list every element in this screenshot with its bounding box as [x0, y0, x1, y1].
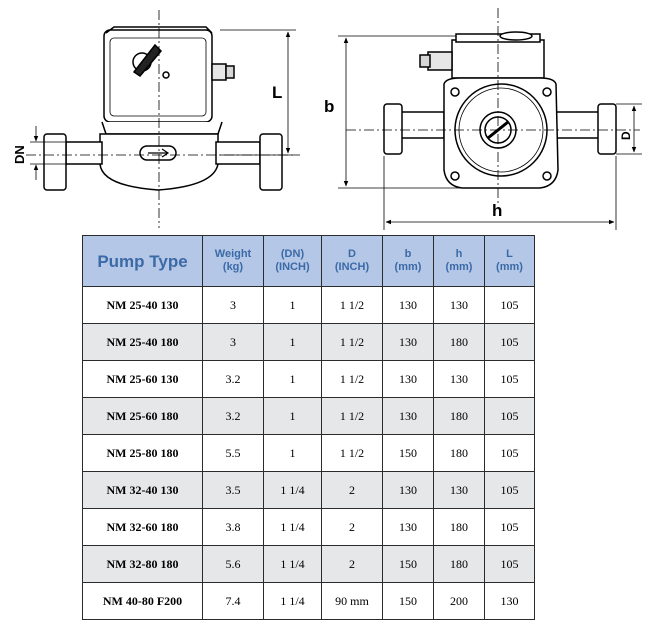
dn-label: DN	[12, 145, 27, 164]
cell-l: 105	[484, 397, 535, 435]
cell-weight: 3	[202, 323, 264, 361]
table-row: NM 32-40 130 3.5 1 1/4 2 130 130 105	[82, 471, 535, 509]
cell-l: 105	[484, 471, 535, 509]
cell-type: NM 32-80 180	[82, 545, 203, 583]
h-label: h	[492, 201, 502, 220]
b-label: b	[324, 97, 334, 116]
cell-l: 105	[484, 508, 535, 546]
col-header-d: D (INCH)	[321, 235, 383, 287]
cell-dn: 1 1/4	[263, 582, 322, 620]
cell-type: NM 32-60 180	[82, 508, 203, 546]
table-header-row: Pump Type Weight (kg) (DN) (INCH) D (INC…	[82, 235, 535, 287]
cell-h: 180	[433, 508, 485, 546]
cell-h: 200	[433, 582, 485, 620]
table-row: NM 25-80 180 5.5 1 1 1/2 150 180 105	[82, 434, 535, 472]
col-header-pump-type: Pump Type	[82, 235, 203, 287]
cell-d: 1 1/2	[321, 360, 383, 398]
cell-l: 105	[484, 286, 535, 324]
pump-dimension-drawing: DN L b	[12, 8, 642, 230]
cell-type: NM 25-40 130	[82, 286, 203, 324]
cell-dn: 1 1/4	[263, 508, 322, 546]
col-header-dn: (DN) (INCH)	[263, 235, 322, 287]
table-row: NM 25-40 130 3 1 1 1/2 130 130 105	[82, 286, 535, 324]
d-label: D	[619, 131, 633, 140]
cell-d: 1 1/2	[321, 434, 383, 472]
cell-b: 130	[382, 471, 434, 509]
cell-d: 1 1/2	[321, 397, 383, 435]
cell-h: 180	[433, 434, 485, 472]
table-row: NM 40-80 F200 7.4 1 1/4 90 mm 150 200 13…	[82, 582, 535, 620]
cell-weight: 3.5	[202, 471, 264, 509]
cell-b: 130	[382, 286, 434, 324]
cell-weight: 3.2	[202, 360, 264, 398]
cell-weight: 3.2	[202, 397, 264, 435]
l-label: L	[272, 83, 282, 102]
cell-b: 130	[382, 323, 434, 361]
table-row: NM 25-60 180 3.2 1 1 1/2 130 180 105	[82, 397, 535, 435]
cell-dn: 1 1/4	[263, 545, 322, 583]
table-row: NM 25-40 180 3 1 1 1/2 130 180 105	[82, 323, 535, 361]
cell-d: 2	[321, 471, 383, 509]
cell-d: 90 mm	[321, 582, 383, 620]
cell-type: NM 25-60 180	[82, 397, 203, 435]
cell-weight: 5.6	[202, 545, 264, 583]
cell-weight: 7.4	[202, 582, 264, 620]
cell-h: 180	[433, 397, 485, 435]
cell-weight: 3	[202, 286, 264, 324]
cell-b: 150	[382, 545, 434, 583]
table-row: NM 32-80 180 5.6 1 1/4 2 150 180 105	[82, 545, 535, 583]
cell-d: 2	[321, 545, 383, 583]
cell-b: 150	[382, 434, 434, 472]
cell-b: 130	[382, 508, 434, 546]
cell-l: 105	[484, 434, 535, 472]
col-header-l: L (mm)	[484, 235, 535, 287]
cell-dn: 1	[263, 360, 322, 398]
cell-l: 105	[484, 360, 535, 398]
col-header-h: h (mm)	[433, 235, 485, 287]
cell-h: 130	[433, 360, 485, 398]
cell-b: 130	[382, 360, 434, 398]
table-row: NM 25-60 130 3.2 1 1 1/2 130 130 105	[82, 360, 535, 398]
cell-d: 2	[321, 508, 383, 546]
cell-type: NM 25-40 180	[82, 323, 203, 361]
cell-type: NM 32-40 130	[82, 471, 203, 509]
table-row: NM 32-60 180 3.8 1 1/4 2 130 180 105	[82, 508, 535, 546]
cell-type: NM 40-80 F200	[82, 582, 203, 620]
cell-dn: 1	[263, 286, 322, 324]
cell-type: NM 25-80 180	[82, 434, 203, 472]
cell-h: 180	[433, 323, 485, 361]
pump-spec-table: Pump Type Weight (kg) (DN) (INCH) D (INC…	[82, 235, 535, 620]
cell-h: 180	[433, 545, 485, 583]
cell-dn: 1	[263, 434, 322, 472]
cell-weight: 3.8	[202, 508, 264, 546]
cell-dn: 1	[263, 397, 322, 435]
cell-h: 130	[433, 286, 485, 324]
cell-l: 130	[484, 582, 535, 620]
cell-b: 150	[382, 582, 434, 620]
cell-d: 1 1/2	[321, 286, 383, 324]
cell-b: 130	[382, 397, 434, 435]
cell-l: 105	[484, 545, 535, 583]
cell-d: 1 1/2	[321, 323, 383, 361]
cell-weight: 5.5	[202, 434, 264, 472]
col-header-b: b (mm)	[382, 235, 434, 287]
col-header-weight: Weight (kg)	[202, 235, 264, 287]
cell-type: NM 25-60 130	[82, 360, 203, 398]
cell-dn: 1	[263, 323, 322, 361]
cell-dn: 1 1/4	[263, 471, 322, 509]
cell-l: 105	[484, 323, 535, 361]
front-view	[383, 31, 617, 189]
side-view	[43, 26, 283, 191]
cell-h: 130	[433, 471, 485, 509]
